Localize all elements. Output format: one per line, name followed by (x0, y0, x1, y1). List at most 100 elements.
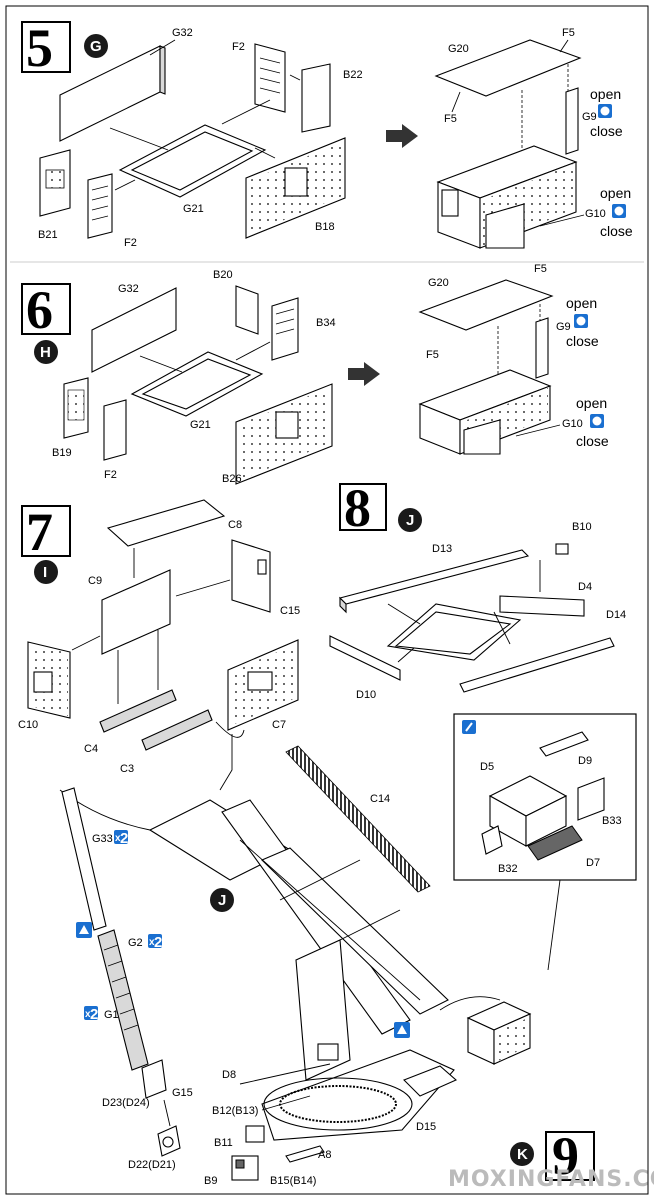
label-b19: B19 (52, 447, 72, 459)
option-close-g9: close (590, 123, 623, 139)
part-c15 (231, 539, 271, 613)
multiplier-g2: 2 (154, 934, 162, 951)
label-d9: D9 (578, 755, 592, 767)
part-b20 (235, 285, 259, 335)
label-b26: B26 (222, 473, 242, 485)
label-b20: B20 (213, 269, 233, 281)
svg-text:x: x (115, 833, 121, 844)
label-g21-6: G21 (190, 419, 211, 431)
label-f5-left-6: F5 (426, 349, 439, 361)
step-6-box (21, 283, 71, 335)
step-5-marker: G (90, 38, 102, 55)
multiplier-g33: 2 (120, 830, 128, 847)
step-6-number: 6 (26, 280, 53, 340)
part-d4 (499, 595, 585, 617)
part-d23 (141, 1059, 167, 1099)
part-d14 (459, 637, 615, 693)
label-g2: G2 (128, 937, 143, 949)
sequence-arrow-5 (386, 124, 418, 148)
label-b33: B33 (602, 815, 622, 827)
label-d5: D5 (480, 761, 494, 773)
svg-text:x: x (149, 937, 155, 948)
label-g9-6: G9 (556, 321, 571, 333)
option-close-g9-6: close (566, 333, 599, 349)
label-b18: B18 (315, 221, 335, 233)
label-g32-6: G32 (118, 283, 139, 295)
label-b9: B9 (204, 1175, 217, 1187)
label-b34: B34 (316, 317, 336, 329)
label-g20: G20 (448, 43, 469, 55)
multiplier-g1: 2 (90, 1006, 98, 1023)
svg-text:x: x (85, 1009, 91, 1020)
part-g9-6 (535, 317, 549, 379)
option-close-g10: close (600, 223, 633, 239)
part-c4 (99, 689, 177, 733)
marker-j-icon (398, 508, 422, 532)
part-f2-6 (103, 399, 127, 461)
label-c14: C14 (370, 793, 390, 805)
step-8-marker: J (406, 512, 414, 529)
label-g10: G10 (585, 208, 606, 220)
multiplier-icon (114, 830, 128, 844)
option-close-g10-6: close (576, 433, 609, 449)
step-6-marker: H (40, 344, 51, 361)
multiplier-icon (148, 934, 162, 948)
step-5-box (21, 21, 71, 73)
part-c9 (101, 569, 171, 655)
step-9-sub-marker: J (218, 892, 226, 909)
part-g32-6 (91, 287, 177, 373)
step-8-box (339, 483, 387, 531)
option-open-g9: open (590, 86, 621, 102)
label-g1: G1 (104, 1009, 119, 1021)
label-d13: D13 (432, 543, 452, 555)
label-g20-6: G20 (428, 277, 449, 289)
label-d8: D8 (222, 1069, 236, 1081)
part-a8 (285, 1145, 325, 1163)
label-g33: G33 (92, 833, 113, 845)
marker-h-icon (34, 340, 58, 364)
part-g20-6 (418, 279, 554, 331)
label-d4: D4 (578, 581, 592, 593)
marker-i-icon (34, 560, 58, 584)
label-g32: G32 (172, 27, 193, 39)
boom-arm-right (261, 847, 449, 1015)
label-g10-6: G10 (562, 418, 583, 430)
label-f5-top-6: F5 (534, 263, 547, 275)
part-b10 (555, 543, 569, 555)
label-f2-top: F2 (232, 41, 245, 53)
label-b21: B21 (38, 229, 58, 241)
step-5-number: 5 (26, 18, 53, 78)
label-d14: D14 (606, 609, 626, 621)
label-b12: B12(B13) (212, 1105, 258, 1117)
step-8-number: 8 (344, 478, 371, 538)
label-c3: C3 (120, 763, 134, 775)
part-f2-top (254, 43, 286, 113)
page-border (5, 5, 649, 1195)
label-f2-lower: F2 (124, 237, 137, 249)
label-c15: C15 (280, 605, 300, 617)
part-g32 (59, 45, 161, 142)
part-b11 (245, 1125, 265, 1143)
label-b32: B32 (498, 863, 518, 875)
part-g20 (434, 39, 582, 97)
step-8: 8 J B10 D13 D4 D14 D10 (329, 478, 626, 701)
boom-base-joint (317, 1043, 339, 1061)
part-c8 (106, 499, 226, 547)
label-g15: G15 (172, 1087, 193, 1099)
marker-j-sub-icon (210, 888, 234, 912)
step-9-marker: K (517, 1146, 528, 1163)
watermark: MOXINGFANS.COM (448, 1167, 654, 1192)
part-g2 (97, 929, 149, 1071)
step-7-marker: I (43, 564, 47, 581)
label-c10: C10 (18, 719, 38, 731)
step-6: 6 H G32 B20 B34 G21 B19 F2 B26 G20 F5 F5 (21, 263, 609, 485)
label-g9: G9 (582, 111, 597, 123)
label-b15: B15(B14) (270, 1175, 316, 1187)
step-9: C14 J G33 x 2 G2 x 2 x 2 G1 D23(D24 (59, 713, 637, 1187)
label-f2-6: F2 (104, 469, 117, 481)
part-d10 (329, 635, 401, 681)
part-c3 (141, 709, 213, 751)
label-d22: D22(D21) (128, 1159, 176, 1171)
